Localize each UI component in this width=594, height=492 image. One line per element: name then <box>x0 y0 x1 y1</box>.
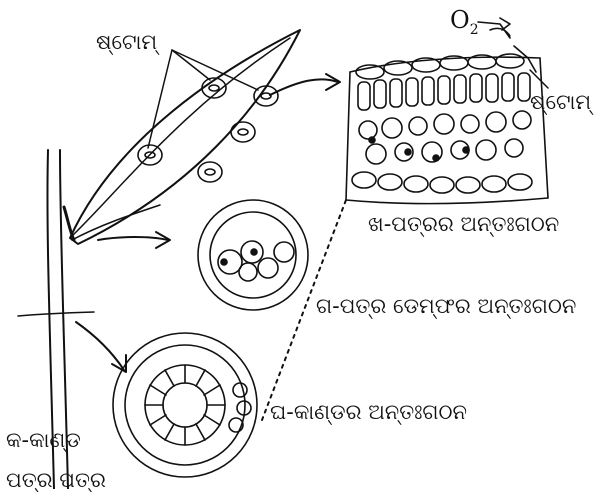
bottom-cut-label: ପତ୍ର ପତ୍ର <box>6 470 106 491</box>
arrow-to-stem-section <box>76 322 126 372</box>
oxygen-symbol: O <box>450 6 470 34</box>
arrow-to-petiole-section <box>98 232 170 248</box>
petiole-section-drawing <box>198 200 308 310</box>
petiole-section-label: ଗ-ପତ୍ର ଡେମ୍ଫର ଅନ୍ତଃଗଠନ <box>316 296 576 317</box>
stem-section-label: ଘ-କାଣ୍ଡର ଅନ୍ତଃଗଠନ <box>270 402 467 423</box>
stoma-label-top: ଷ୍ଟୋମ୍ <box>96 32 157 53</box>
oxygen-label: O2 <box>450 8 479 37</box>
stem-label: କ-କାଣ୍ଡ <box>6 430 81 451</box>
stem-section-drawing <box>113 333 257 477</box>
leaf-section-drawing <box>346 18 548 204</box>
stoma-cluster <box>138 78 278 182</box>
oxygen-subscript: 2 <box>470 22 479 38</box>
leaf-section-label: ଖ-ପତ୍ରର ଅନ୍ତଃଗଠନ <box>368 214 559 235</box>
arrow-to-leaf-section <box>270 74 340 95</box>
stoma-label-right: ଷ୍ଟୋମ୍ <box>530 92 591 113</box>
leaf-drawing <box>70 30 300 244</box>
